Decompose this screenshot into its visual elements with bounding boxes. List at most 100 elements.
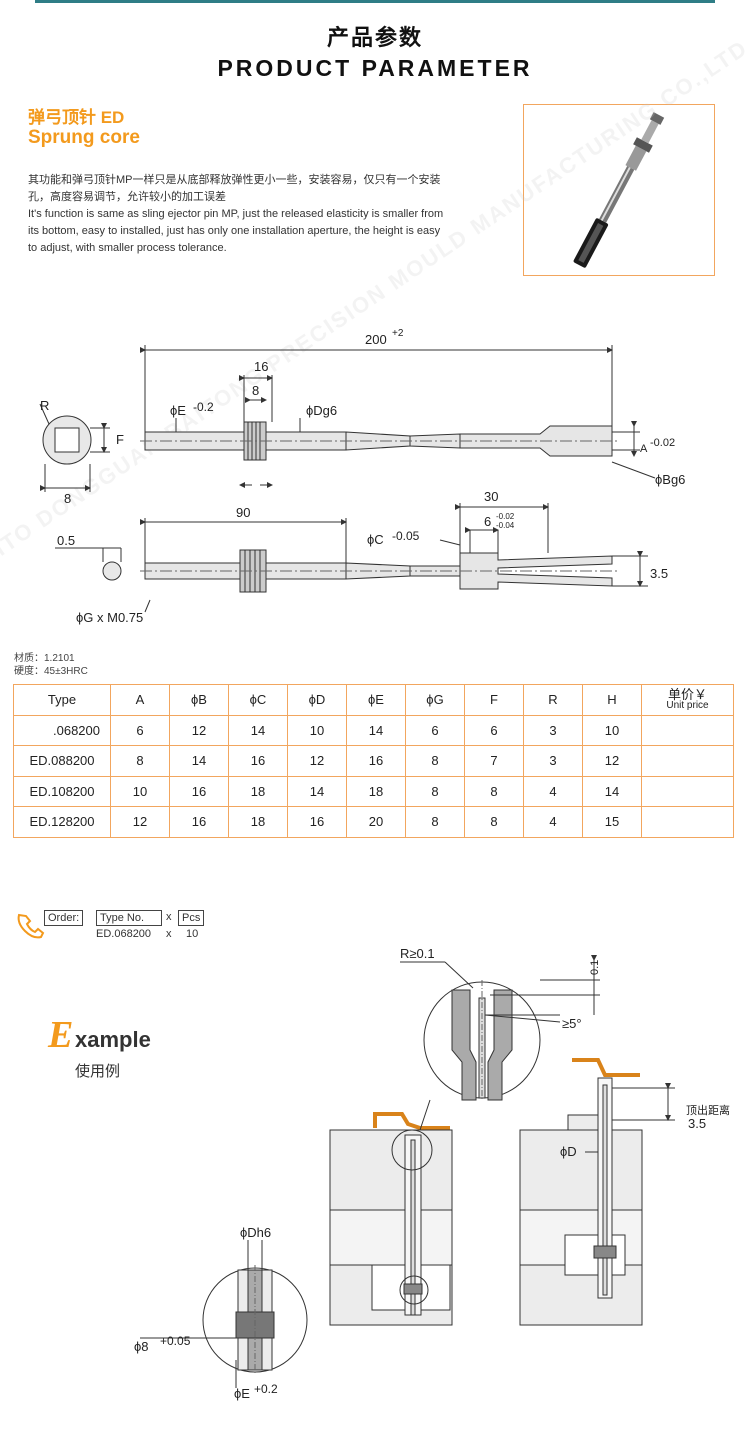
dim-total-length: 200 [365, 332, 387, 347]
cell-type: ED.128200 [13, 806, 111, 838]
cell: 6 [405, 714, 465, 746]
dim-side-8: 8 [64, 491, 71, 506]
header-title-cn: 产品参数 [326, 25, 423, 50]
dim-90: 90 [236, 505, 250, 520]
cell: 12 [582, 745, 642, 777]
drawing2-labels: 0.5 90 30 6 -0.02 -0.04 ϕC -0.05 3.5 ϕG … [57, 489, 668, 625]
cell: 14 [346, 714, 406, 746]
cell: 8 [405, 806, 465, 838]
dim-8: 8 [252, 383, 259, 398]
cell: 16 [346, 745, 406, 777]
cell: 18 [228, 775, 288, 807]
dim-a: A [640, 443, 648, 455]
cell: 8 [110, 745, 170, 777]
dim-16: 16 [254, 359, 268, 374]
dim-phi-e: ϕE [170, 403, 186, 418]
detail-view-top [400, 955, 600, 1101]
cell-type: ED.108200 [13, 775, 111, 807]
material-line: 材质：1.2101 [14, 653, 75, 664]
cell: 12 [110, 806, 170, 838]
cell: 15 [582, 806, 642, 838]
th-type: Type [13, 684, 111, 716]
th-e: ϕE [346, 684, 406, 716]
description-en: It's function is same as sling ejector p… [28, 208, 444, 254]
parameter-table: Type A ϕB ϕC ϕD ϕE ϕG F R H 单价￥ Unit pri… [13, 684, 734, 838]
radius-leader [39, 403, 50, 425]
cell: 7 [464, 745, 524, 777]
example-title-cn: 使用例 [75, 1063, 121, 1080]
label-phi-e: ϕE [234, 1386, 250, 1401]
drawing1-labels: 200 +2 16 8 ϕE -0.2 ϕDg6 A -0.02 ϕBg6 R … [40, 328, 685, 506]
table-header-row: Type A ϕB ϕC ϕD ϕE ϕG F R H 单价￥ Unit pri… [13, 684, 734, 716]
table-row: ED.088200 8 14 16 12 16 8 7 3 12 [13, 745, 734, 777]
order-label: Order: [44, 910, 84, 926]
label-phi-e-tol: +0.2 [254, 1382, 278, 1396]
cell: 8 [405, 745, 465, 777]
hardness-line: 硬度：45±3HRC [14, 666, 88, 677]
dim-phi-e-tol: -0.2 [193, 400, 214, 414]
order-type-no: Type No. [96, 910, 162, 926]
cell: 14 [228, 714, 288, 746]
order-example-type: ED.068200 [96, 928, 152, 940]
end-view-square [54, 427, 80, 453]
th-d: ϕD [287, 684, 347, 716]
label-eject-distance-value: 3.5 [688, 1116, 706, 1131]
dim-phi-c: ϕC [367, 532, 384, 547]
th-f: F [464, 684, 524, 716]
example-labels: R≥0.1 0.1 ≥5° 顶出距离 3.5 ϕD ϕDh6 ϕ8 +0.05 … [134, 946, 730, 1401]
dim-a-tol: -0.02 [650, 437, 675, 449]
label-phi-d: ϕD [560, 1144, 577, 1159]
table-row: ED.108200 10 16 18 14 18 8 8 4 14 [13, 775, 734, 807]
dim-0-5: 0.5 [57, 533, 75, 548]
pin-side-view [39, 345, 656, 492]
product-photo [523, 104, 715, 276]
table-row: ED.128200 12 16 18 16 20 8 8 4 15 [13, 806, 734, 838]
dim-6-tol-down: -0.04 [496, 521, 515, 530]
th-c: ϕC [228, 684, 288, 716]
cell: 18 [346, 775, 406, 807]
dim-phi-dg6: ϕDg6 [306, 403, 337, 418]
dim-3-5: 3.5 [650, 566, 668, 581]
description-cn: 其功能和弹弓顶针MP一样只是从底部释放弹性更小一些，安装容易，仅只有一个安装孔，… [28, 174, 441, 203]
cell: 16 [169, 806, 229, 838]
label-phi-8: ϕ8 [134, 1339, 149, 1354]
cell: 18 [228, 806, 288, 838]
cell: 6 [110, 714, 170, 746]
cell: 14 [169, 745, 229, 777]
dim-f: F [116, 432, 124, 447]
cell: 4 [523, 775, 583, 807]
cell-type: ED.088200 [13, 745, 111, 777]
order-x2: x [166, 928, 172, 940]
cell: 10 [110, 775, 170, 807]
cell-price [641, 714, 734, 746]
cell-price [641, 775, 734, 807]
dim-6: 6 [484, 514, 491, 529]
thread-end-circle [102, 561, 122, 581]
order-pcs: Pcs [178, 910, 205, 926]
cell-price [641, 745, 734, 777]
cell: 16 [287, 806, 347, 838]
cell: 12 [287, 745, 347, 777]
cell: 6 [464, 714, 524, 746]
header-title-en: PRODUCT PARAMETER [217, 55, 533, 81]
example-title: xample [75, 1027, 151, 1052]
cell: 14 [287, 775, 347, 807]
phone-icon [17, 913, 45, 939]
dim-30: 30 [484, 489, 498, 504]
cell: 16 [169, 775, 229, 807]
cell: 16 [228, 745, 288, 777]
product-title-en: Sprung core [28, 127, 140, 148]
material-info: 材质：1.2101 硬度：45±3HRC [14, 652, 88, 678]
cell: 12 [169, 714, 229, 746]
table-row: .068200 6 12 14 10 14 6 6 3 10 [13, 714, 734, 746]
cell: 8 [464, 775, 524, 807]
th-h: H [582, 684, 642, 716]
th-b: ϕB [169, 684, 229, 716]
th-a: A [110, 684, 170, 716]
product-title-cn: 弹弓顶针 ED [28, 108, 125, 127]
example-e: E [48, 1014, 74, 1056]
order-qty: 10 [186, 928, 199, 940]
dim-6-tol-up: -0.02 [496, 512, 515, 521]
th-unit-price: 单价￥ Unit price [641, 684, 734, 716]
pin-top-view [55, 503, 648, 613]
